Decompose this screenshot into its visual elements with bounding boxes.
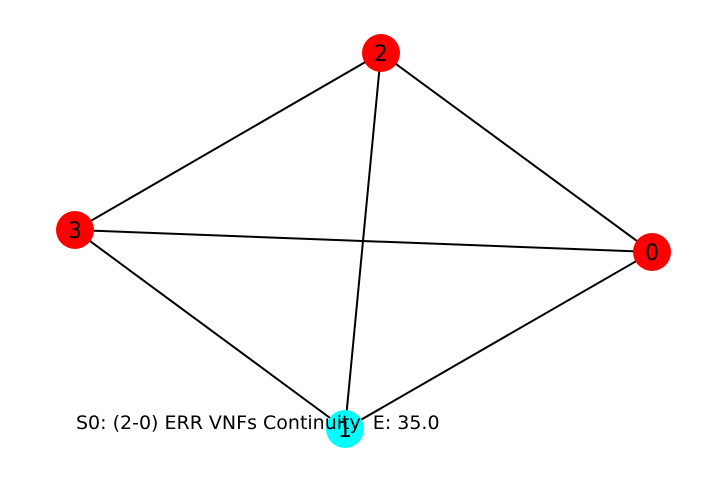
edge-2-3 — [74, 52, 382, 231]
node-1: 1 — [326, 410, 364, 448]
node-3: 3 — [56, 211, 94, 249]
node-0-circle — [633, 233, 671, 271]
edge-3-0 — [74, 229, 653, 253]
node-0-label: 0 — [645, 241, 659, 266]
edge-3-1 — [74, 229, 346, 430]
node-3-label: 3 — [68, 219, 82, 244]
node-2-circle — [362, 34, 400, 72]
node-2-label: 2 — [374, 42, 388, 67]
node-2: 2 — [362, 34, 400, 72]
nodes-layer: 0 1 2 3 — [56, 34, 671, 448]
edge-1-0 — [344, 251, 653, 430]
node-1-label: 1 — [338, 418, 352, 443]
status-caption: S0: (2-0) ERR VNFs Continuity E: 35.0 — [76, 412, 440, 434]
edges-layer — [74, 52, 653, 430]
node-0: 0 — [633, 233, 671, 271]
edge-2-0 — [380, 52, 653, 253]
node-3-circle — [56, 211, 94, 249]
node-1-circle — [326, 410, 364, 448]
